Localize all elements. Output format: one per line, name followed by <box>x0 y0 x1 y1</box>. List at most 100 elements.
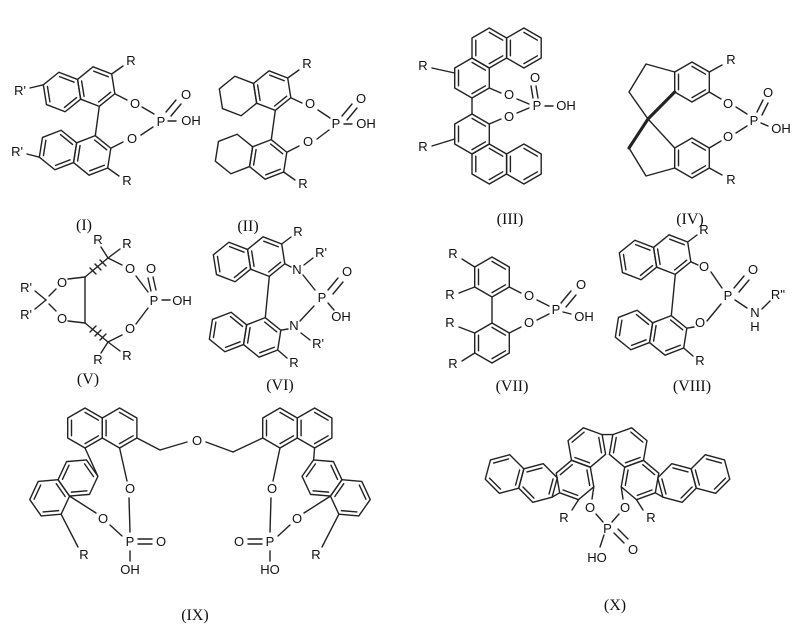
atom-label-o: O <box>576 277 586 292</box>
atom-label-p: P <box>750 113 759 128</box>
naphthalene-ring-bold <box>296 452 376 524</box>
atom-label-o: O <box>628 542 638 557</box>
naphthalene-ring-bold <box>655 450 732 507</box>
atom-label-h: H <box>750 319 759 334</box>
benzene-ring <box>472 144 507 184</box>
structure-ix-bonds <box>60 437 340 562</box>
substituent-label-r-prime: R' <box>315 245 327 260</box>
atom-label-o: O <box>192 433 202 448</box>
structure-viii-bonds <box>670 234 771 357</box>
substituent-label-r: R <box>418 139 427 154</box>
tetrahydronaphthalene-ring <box>218 68 293 118</box>
structure-label-x: (X) <box>604 597 626 614</box>
structure-label-viii: (VIII) <box>673 378 711 395</box>
structure-iii: R R O O P O OH (III) <box>418 28 576 228</box>
structure-label-iv: (IV) <box>676 211 704 228</box>
benzene-ring <box>675 62 710 102</box>
atom-label-o: O <box>303 134 313 149</box>
naphthalene-ring <box>42 64 117 114</box>
structure-vii-bonds <box>458 258 577 362</box>
tetrahydronaphthalene-ring <box>214 132 289 182</box>
naphthalene-ring <box>614 308 689 358</box>
substituent-label-r: R <box>699 222 708 237</box>
atom-label-o: O <box>524 288 534 303</box>
substituent-label-r: R <box>289 355 298 370</box>
substituent-label-r: R <box>298 176 307 191</box>
atom-label-oh: OH <box>574 309 594 324</box>
structure-i-bonds <box>26 65 182 177</box>
substituent-label-r: R <box>93 352 102 367</box>
structure-v-bonds <box>34 246 171 354</box>
atom-label-o: O <box>695 315 705 330</box>
atom-label-o: O <box>524 315 534 330</box>
cyclopentane-ring <box>628 63 676 120</box>
atom-label-o: O <box>305 96 315 111</box>
atom-label-o: O <box>125 321 135 336</box>
atom-label-oh: OH <box>120 562 140 577</box>
atom-label-p: P <box>157 114 166 129</box>
substituent-label-r: R <box>311 547 320 562</box>
atom-label-o: O <box>130 96 140 111</box>
structure-label-v: (V) <box>77 371 99 388</box>
benzene-ring <box>455 114 490 154</box>
substituent-label-r: R <box>93 232 102 247</box>
naphthalene-ring <box>68 408 137 448</box>
naphthalene-ring <box>550 424 611 503</box>
atom-label-o: O <box>57 311 67 326</box>
substituent-label-r: R <box>79 547 88 562</box>
atom-label-o: O <box>146 261 156 276</box>
benzene-ring-bold <box>507 28 542 68</box>
atom-label-o: O <box>127 131 137 146</box>
atom-label-o: O <box>723 129 733 144</box>
structure-ii: R O O P O OH R (II) <box>214 56 376 235</box>
naphthalene-ring-bold <box>483 450 560 507</box>
structure-iv: R O O R P O OH (IV) <box>627 52 791 228</box>
cyclopentane-ring <box>628 118 676 177</box>
atom-label-o: O <box>267 481 277 496</box>
substituent-label-r: R <box>726 172 735 187</box>
structure-label-ii: (II) <box>237 218 258 235</box>
substituent-label-r: R <box>122 348 131 363</box>
atom-label-o: O <box>292 511 302 526</box>
atom-label-oh: OH <box>331 309 351 324</box>
naphthalene-ring <box>38 128 113 178</box>
benzene-ring <box>675 138 710 178</box>
atom-label-p: P <box>318 290 327 305</box>
substituent-label-r: R <box>122 173 131 188</box>
benzene-ring <box>472 28 507 68</box>
atom-label-o: O <box>504 87 514 102</box>
atom-label-p: P <box>552 302 561 317</box>
substituent-label-r: R <box>293 224 302 239</box>
substituent-label-r: R <box>122 236 131 251</box>
substituent-label-r-doubleprime: R'' <box>771 287 785 302</box>
substituent-label-r: R <box>302 56 311 71</box>
structure-vi-bonds <box>264 236 344 359</box>
benzene-ring <box>455 58 490 98</box>
atom-label-oh: OH <box>771 121 791 136</box>
atom-label-o: O <box>156 534 166 549</box>
atom-label-ho: HO <box>260 562 280 577</box>
atom-label-n: N <box>289 318 298 333</box>
structure-iii-bonds <box>431 67 554 147</box>
atom-label-o: O <box>57 275 67 290</box>
structure-v: R' R' O O R R O R R O P O OH (V) <box>20 232 192 388</box>
atom-label-o: O <box>234 534 244 549</box>
atom-label-p: P <box>724 288 733 303</box>
atom-label-o: O <box>620 500 630 515</box>
atom-label-o: O <box>748 262 758 277</box>
atom-label-ho: HO <box>587 550 607 565</box>
atom-label-o: O <box>125 261 135 276</box>
atom-label-p: P <box>150 293 159 308</box>
structure-i: R' R O O P O OH R' R (I) <box>11 53 201 234</box>
substituent-label-r-prime: R' <box>11 144 23 159</box>
benzene-ring <box>475 257 510 297</box>
substituent-label-r-prime: R' <box>312 336 324 351</box>
substituent-label-r: R <box>559 510 568 525</box>
atom-label-oh: OH <box>356 116 376 131</box>
benzene-ring-bold <box>507 144 542 184</box>
atom-label-p: P <box>332 116 341 131</box>
atom-label-o: O <box>98 511 108 526</box>
substituent-label-r-prime: R' <box>20 280 32 295</box>
atom-label-p: P <box>603 521 612 536</box>
